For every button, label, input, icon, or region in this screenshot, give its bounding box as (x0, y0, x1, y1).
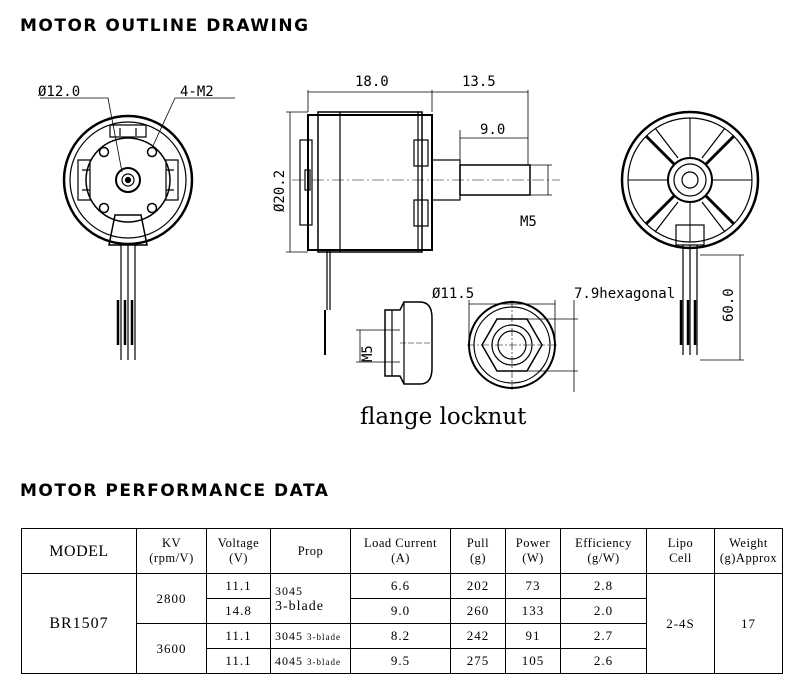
table-header-row: MODEL KV(rpm/V) Voltage(V) Prop Load Cur… (21, 528, 783, 574)
cell-voltage: 11.1 (206, 623, 271, 649)
cell-efficiency: 2.6 (560, 648, 647, 674)
dim-hexagonal: 7.9hexagonal (574, 286, 675, 302)
dim-length-13-5: 13.5 (462, 74, 496, 90)
cell-voltage: 14.8 (206, 598, 271, 624)
dim-nut-diameter-11-5: Ø11.5 (432, 286, 474, 302)
cell-pull: 260 (450, 598, 506, 624)
dim-nut-m5: M5 (360, 345, 376, 362)
header-voltage: Voltage(V) (206, 528, 271, 574)
cell-voltage: 11.1 (206, 573, 271, 599)
header-load-current: Load Current(A) (350, 528, 451, 574)
header-pull: Pull(g) (450, 528, 506, 574)
header-efficiency: Efficiency(g/W) (560, 528, 647, 574)
dim-length-18: 18.0 (355, 74, 389, 90)
cell-power: 133 (505, 598, 561, 624)
header-weight: Weight(g)Approx (714, 528, 783, 574)
dim-wire-length-60: 60.0 (721, 288, 737, 322)
cell-current: 8.2 (350, 623, 451, 649)
cell-current: 9.5 (350, 648, 451, 674)
cell-prop: 3045 3-blade (270, 623, 351, 649)
outline-heading: MOTOR OUTLINE DRAWING (20, 16, 310, 36)
locknut-side-view (356, 301, 433, 385)
dim-4-m2: 4-M2 (180, 84, 214, 100)
cell-power: 91 (505, 623, 561, 649)
cell-kv-3600: 3600 (136, 623, 207, 674)
cell-power: 73 (505, 573, 561, 599)
header-power: Power(W) (505, 528, 561, 574)
cell-pull: 275 (450, 648, 506, 674)
cell-pull: 202 (450, 573, 506, 599)
dim-length-9: 9.0 (480, 122, 505, 138)
motor-side-view (286, 90, 560, 355)
cell-kv-2800: 2800 (136, 573, 207, 624)
cell-current: 9.0 (350, 598, 451, 624)
motor-top-view (620, 110, 760, 361)
header-kv: KV(rpm/V) (136, 528, 207, 574)
dim-shaft-m5: M5 (520, 214, 537, 230)
cell-model: BR1507 (21, 573, 137, 674)
table-row: 14.8 9.0 260 133 2.0 (22, 598, 783, 624)
cell-prop: 4045 3-blade (270, 648, 351, 674)
cell-efficiency: 2.7 (560, 623, 647, 649)
cell-efficiency: 2.0 (560, 598, 647, 624)
dim-diameter-20-2: Ø20.2 (272, 170, 288, 212)
cell-lipo: 2-4S (646, 573, 715, 674)
header-model: MODEL (21, 528, 137, 574)
header-prop: Prop (270, 528, 351, 574)
cell-weight: 17 (714, 573, 783, 674)
table-row: 11.1 4045 3-blade 9.5 275 105 2.6 (22, 648, 783, 674)
performance-heading: MOTOR PERFORMANCE DATA (20, 481, 330, 501)
flange-locknut-label: flange locknut (360, 404, 527, 430)
dim-diameter-12: Ø12.0 (38, 84, 80, 100)
motor-bottom-view (40, 97, 235, 360)
cell-efficiency: 2.8 (560, 573, 647, 599)
performance-table: MODEL KV(rpm/V) Voltage(V) Prop Load Cur… (21, 528, 783, 674)
cell-current: 6.6 (350, 573, 451, 599)
locknut-front-view (467, 300, 578, 392)
cell-voltage: 11.1 (206, 648, 271, 674)
cell-power: 105 (505, 648, 561, 674)
cell-pull: 242 (450, 623, 506, 649)
motor-outline-drawing: Ø12.0 4-M2 18.0 13.5 9.0 Ø20.2 M5 (38, 74, 760, 430)
